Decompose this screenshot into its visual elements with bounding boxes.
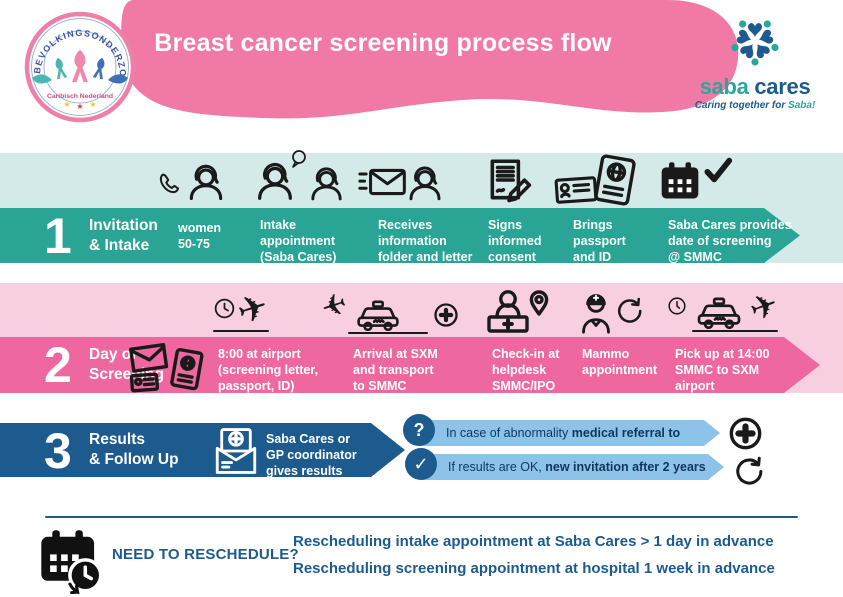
screening-letter-passport-id-icon bbox=[129, 343, 204, 393]
checkmark-icon bbox=[704, 157, 733, 183]
banner-left bbox=[32, 74, 52, 84]
reschedule-line-1: Rescheduling intake appointment at Saba … bbox=[293, 533, 774, 550]
phone-icon bbox=[159, 173, 180, 194]
footer-divider bbox=[45, 516, 798, 518]
speech-bubble-icon bbox=[292, 150, 306, 168]
calendar-clock-icon bbox=[41, 530, 103, 594]
step-label: Pick up at 14:00 SMMC to SXM airport bbox=[675, 347, 770, 393]
row3-number: 3 bbox=[44, 423, 72, 479]
star-icon: ★ bbox=[63, 100, 70, 109]
envelope-icon bbox=[358, 168, 406, 196]
clock-icon bbox=[668, 297, 686, 315]
callout-text-bold: new invitation after 2 years bbox=[545, 460, 706, 474]
step-label: Brings passport and ID bbox=[573, 218, 626, 264]
runway-line bbox=[348, 332, 428, 335]
calendar-icon bbox=[661, 162, 699, 199]
callout-results-ok: If results are OK, new invitation after … bbox=[422, 454, 724, 480]
step-label: women 50-75 bbox=[178, 221, 222, 251]
check-icon: ✓ bbox=[405, 448, 437, 480]
step-label: Mammo appointment bbox=[582, 347, 657, 377]
row1-title: Invitation & Intake bbox=[89, 217, 158, 255]
step-label: Check-in at helpdesk SMMC/IPO bbox=[492, 347, 560, 393]
star-icon: ★ bbox=[76, 102, 83, 111]
results-envelope-icon bbox=[215, 428, 257, 474]
star-icon: ★ bbox=[89, 100, 96, 109]
callout-text: In case of abnormality bbox=[446, 426, 572, 440]
helpdesk-icon bbox=[487, 290, 549, 333]
step-label: Arrival at SXM and transport to SMMC bbox=[353, 347, 438, 393]
passport-icon bbox=[170, 347, 204, 391]
step-label: Receives information folder and letter bbox=[378, 218, 473, 264]
row1-arrow-band bbox=[0, 208, 800, 263]
saba-cares-star-icon bbox=[731, 20, 779, 66]
step-label: Intake appointment (Saba Cares) bbox=[260, 218, 337, 264]
id-card-icon bbox=[129, 372, 160, 393]
saba-cares-wordmark: saba cares bbox=[699, 74, 811, 99]
step-label: Saba Cares or GP coordinator gives resul… bbox=[266, 432, 357, 478]
passport-icon bbox=[594, 154, 636, 206]
page-title: Breast cancer screening process flow bbox=[154, 29, 612, 57]
step-label: Saba Cares provides date of screening @ … bbox=[668, 218, 792, 264]
teal-ribbon-icon bbox=[55, 57, 68, 80]
row1-number: 1 bbox=[44, 208, 72, 264]
repeat-icon bbox=[618, 297, 642, 323]
taxi-icon bbox=[697, 297, 741, 329]
banner-right bbox=[108, 74, 128, 84]
callout-text: If results are OK, bbox=[448, 460, 546, 474]
taxi-icon bbox=[357, 300, 399, 331]
saba-cares-logo: saba cares Caring together for Saba! bbox=[690, 12, 820, 111]
reschedule-heading: NEED TO RESCHEDULE? bbox=[112, 546, 299, 563]
medical-plus-circle-icon bbox=[729, 417, 762, 450]
row2-number: 2 bbox=[44, 337, 72, 393]
reschedule-line-2: Rescheduling screening appointment at ho… bbox=[293, 560, 775, 577]
callout-abnormality: In case of abnormality medical referral … bbox=[420, 420, 720, 446]
document-pen-icon bbox=[490, 159, 532, 203]
repeat-arrow-icon bbox=[736, 456, 763, 485]
runway-line bbox=[213, 330, 269, 333]
step-label: 8:00 at airport (screening letter, passp… bbox=[218, 347, 319, 393]
badge-sub-text: Caribisch Nederland bbox=[47, 93, 113, 100]
woman-icon bbox=[189, 164, 223, 201]
clock-icon bbox=[214, 298, 235, 319]
woman-icon bbox=[311, 167, 342, 201]
header-blob bbox=[121, 0, 739, 119]
location-pin-icon bbox=[529, 290, 549, 316]
step-label: Signs informed consent bbox=[488, 218, 542, 264]
id-card-icon bbox=[554, 176, 598, 204]
question-icon: ? bbox=[403, 414, 435, 446]
pink-ribbon-icon bbox=[71, 49, 89, 83]
nurse-icon bbox=[582, 294, 610, 334]
woman-icon bbox=[258, 162, 292, 200]
medical-plus-icon bbox=[434, 303, 458, 327]
blue-ribbon-icon bbox=[92, 57, 105, 80]
saba-cares-tagline: Caring together for Saba! bbox=[694, 100, 816, 112]
row3-title: Results & Follow Up bbox=[89, 431, 179, 469]
bevolkingsonderzoek-badge: BEVOLKINGSONDERZOEK Caribisch Nederland … bbox=[24, 6, 136, 123]
runway-line bbox=[692, 330, 778, 333]
row3-arrow-band bbox=[0, 423, 405, 477]
woman-icon bbox=[409, 166, 441, 201]
envelope-icon bbox=[129, 343, 169, 373]
